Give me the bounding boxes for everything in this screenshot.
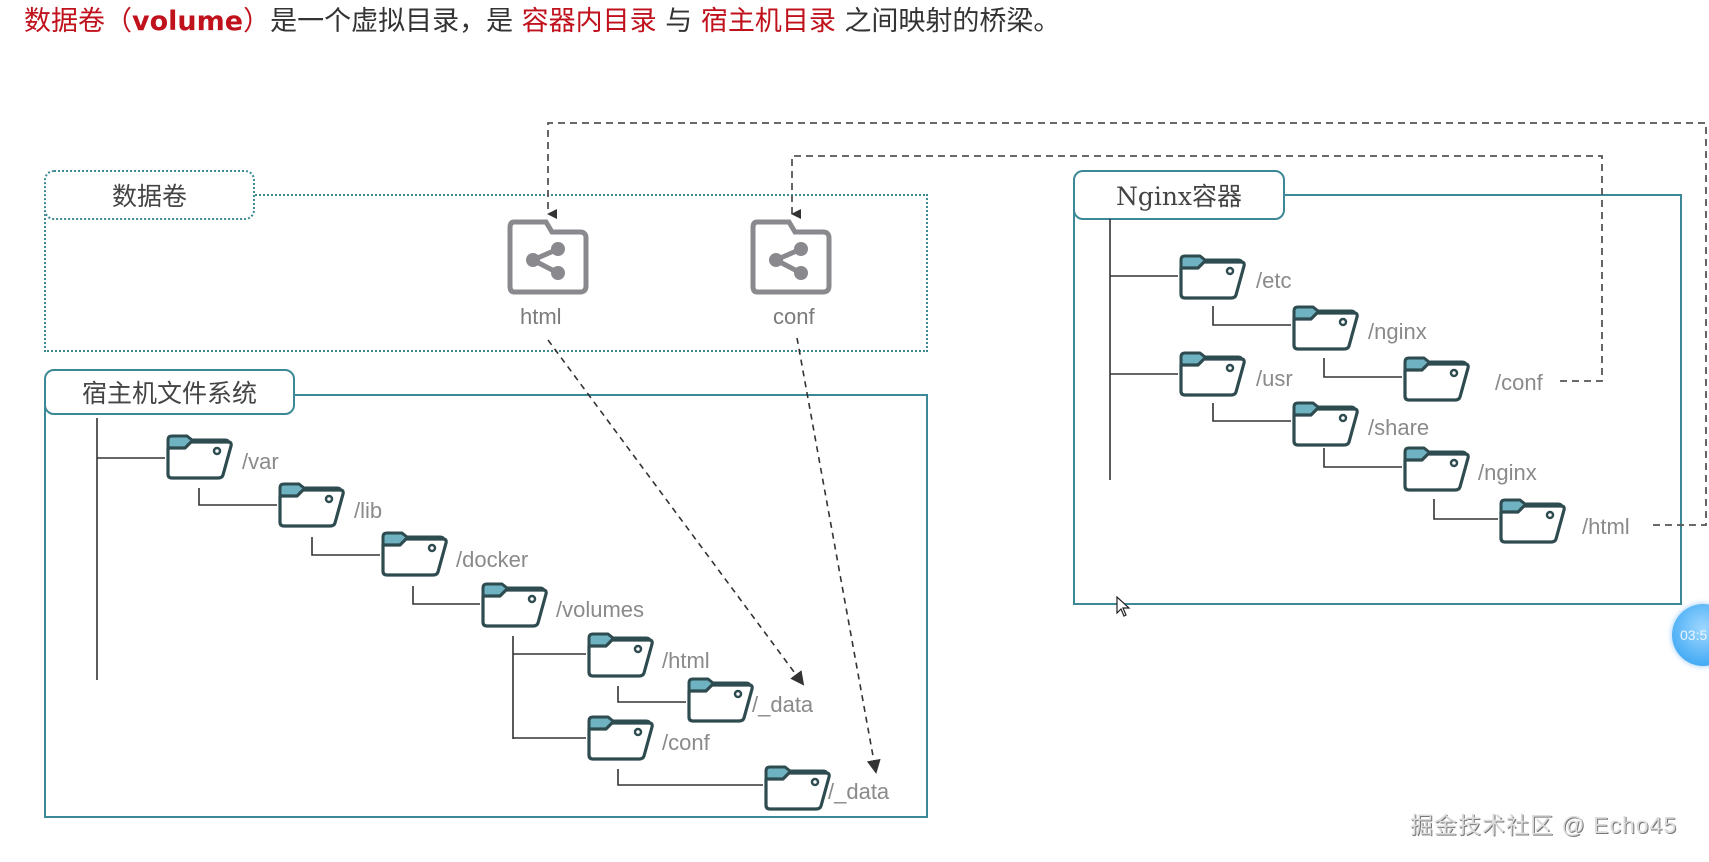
headline-text: 是一个虚拟目录，是 — [270, 6, 522, 37]
host-label-html-data: /_data — [752, 692, 814, 717]
headline-term-en: volume — [132, 6, 244, 37]
folder-icon — [1179, 351, 1246, 397]
container-folder-usr[interactable] — [1178, 351, 1246, 397]
host-title-text: 宿主机文件系统 — [81, 379, 257, 408]
folder-icon — [1292, 305, 1359, 351]
host-label-docker: /docker — [456, 547, 529, 572]
headline-host-dir: 宿主机目录 — [700, 6, 836, 37]
folder-icon — [1403, 446, 1470, 492]
container-label-html: /html — [1582, 514, 1630, 539]
host-frame — [44, 394, 928, 818]
host-label-volumes: /volumes — [556, 597, 645, 622]
container-label-conf: /conf — [1495, 370, 1543, 395]
container-frame — [1073, 194, 1682, 605]
folder-icon — [1292, 401, 1359, 447]
container-folder-share-nginx[interactable] — [1402, 446, 1470, 492]
volume-conf[interactable] — [749, 218, 833, 296]
folder-icon — [166, 434, 233, 480]
host-label-var: /var — [242, 449, 279, 474]
mouse-cursor-icon — [1116, 596, 1131, 617]
folder-icon — [481, 582, 548, 628]
container-folder-html[interactable] — [1498, 498, 1566, 544]
host-folder-var[interactable] — [165, 434, 233, 480]
container-label-etc: /etc — [1256, 268, 1292, 293]
container-title: Nginx容器 — [1073, 170, 1285, 220]
volume-title: 数据卷 — [44, 170, 255, 220]
folder-icon — [381, 531, 448, 577]
shared-folder-icon — [750, 219, 832, 295]
volume-title-text: 数据卷 — [111, 182, 187, 211]
headline-and: 与 — [656, 6, 701, 37]
container-folder-share[interactable] — [1291, 401, 1359, 447]
headline-term-close: ） — [243, 6, 271, 37]
container-label-share: /share — [1368, 415, 1430, 440]
container-label-share-nginx: /nginx — [1478, 460, 1537, 485]
container-folder-etc[interactable] — [1178, 254, 1246, 300]
shared-folder-icon — [507, 219, 589, 295]
volume-html[interactable] — [506, 218, 590, 296]
host-label-lib: /lib — [354, 498, 383, 523]
headline-container-dir: 容器内目录 — [521, 6, 657, 37]
watermark: 掘金技术社区 @ Echo45 — [1410, 812, 1678, 838]
volume-conf-label: conf — [773, 304, 815, 329]
host-folder-docker[interactable] — [380, 531, 448, 577]
host-folder-volumes[interactable] — [480, 582, 548, 628]
folder-icon — [1403, 356, 1470, 402]
timer-text: 03:5 — [1680, 627, 1708, 643]
host-folder-html[interactable] — [586, 632, 654, 678]
headline-term: 数据卷（ — [24, 6, 132, 37]
host-folder-conf[interactable] — [586, 715, 654, 761]
host-label-conf-data: /_data — [828, 779, 890, 804]
container-label-usr: /usr — [1256, 366, 1293, 391]
container-folder-etc-nginx[interactable] — [1291, 305, 1359, 351]
host-folder-conf-data[interactable] — [763, 765, 831, 811]
folder-icon — [1499, 498, 1566, 544]
container-folder-conf[interactable] — [1402, 356, 1470, 402]
folder-icon — [764, 765, 831, 811]
headline-end: 之间映射的桥梁。 — [835, 6, 1061, 37]
folder-icon — [587, 715, 654, 761]
host-label-html: /html — [662, 648, 710, 673]
host-folder-lib[interactable] — [277, 482, 345, 528]
folder-icon — [587, 632, 654, 678]
host-label-conf: /conf — [662, 730, 710, 755]
folder-icon — [278, 482, 345, 528]
folder-icon — [1179, 254, 1246, 300]
host-folder-html-data[interactable] — [686, 677, 754, 723]
host-title: 宿主机文件系统 — [44, 369, 295, 415]
container-title-text: Nginx容器 — [1115, 182, 1243, 211]
folder-icon — [687, 677, 754, 723]
headline: 数据卷（volume）是一个虚拟目录，是 容器内目录 与 宿主机目录 之间映射的… — [24, 2, 1060, 42]
container-label-etc-nginx: /nginx — [1368, 319, 1427, 344]
volume-html-label: html — [520, 304, 562, 329]
timer-badge[interactable]: 03:5 — [1672, 604, 1709, 666]
